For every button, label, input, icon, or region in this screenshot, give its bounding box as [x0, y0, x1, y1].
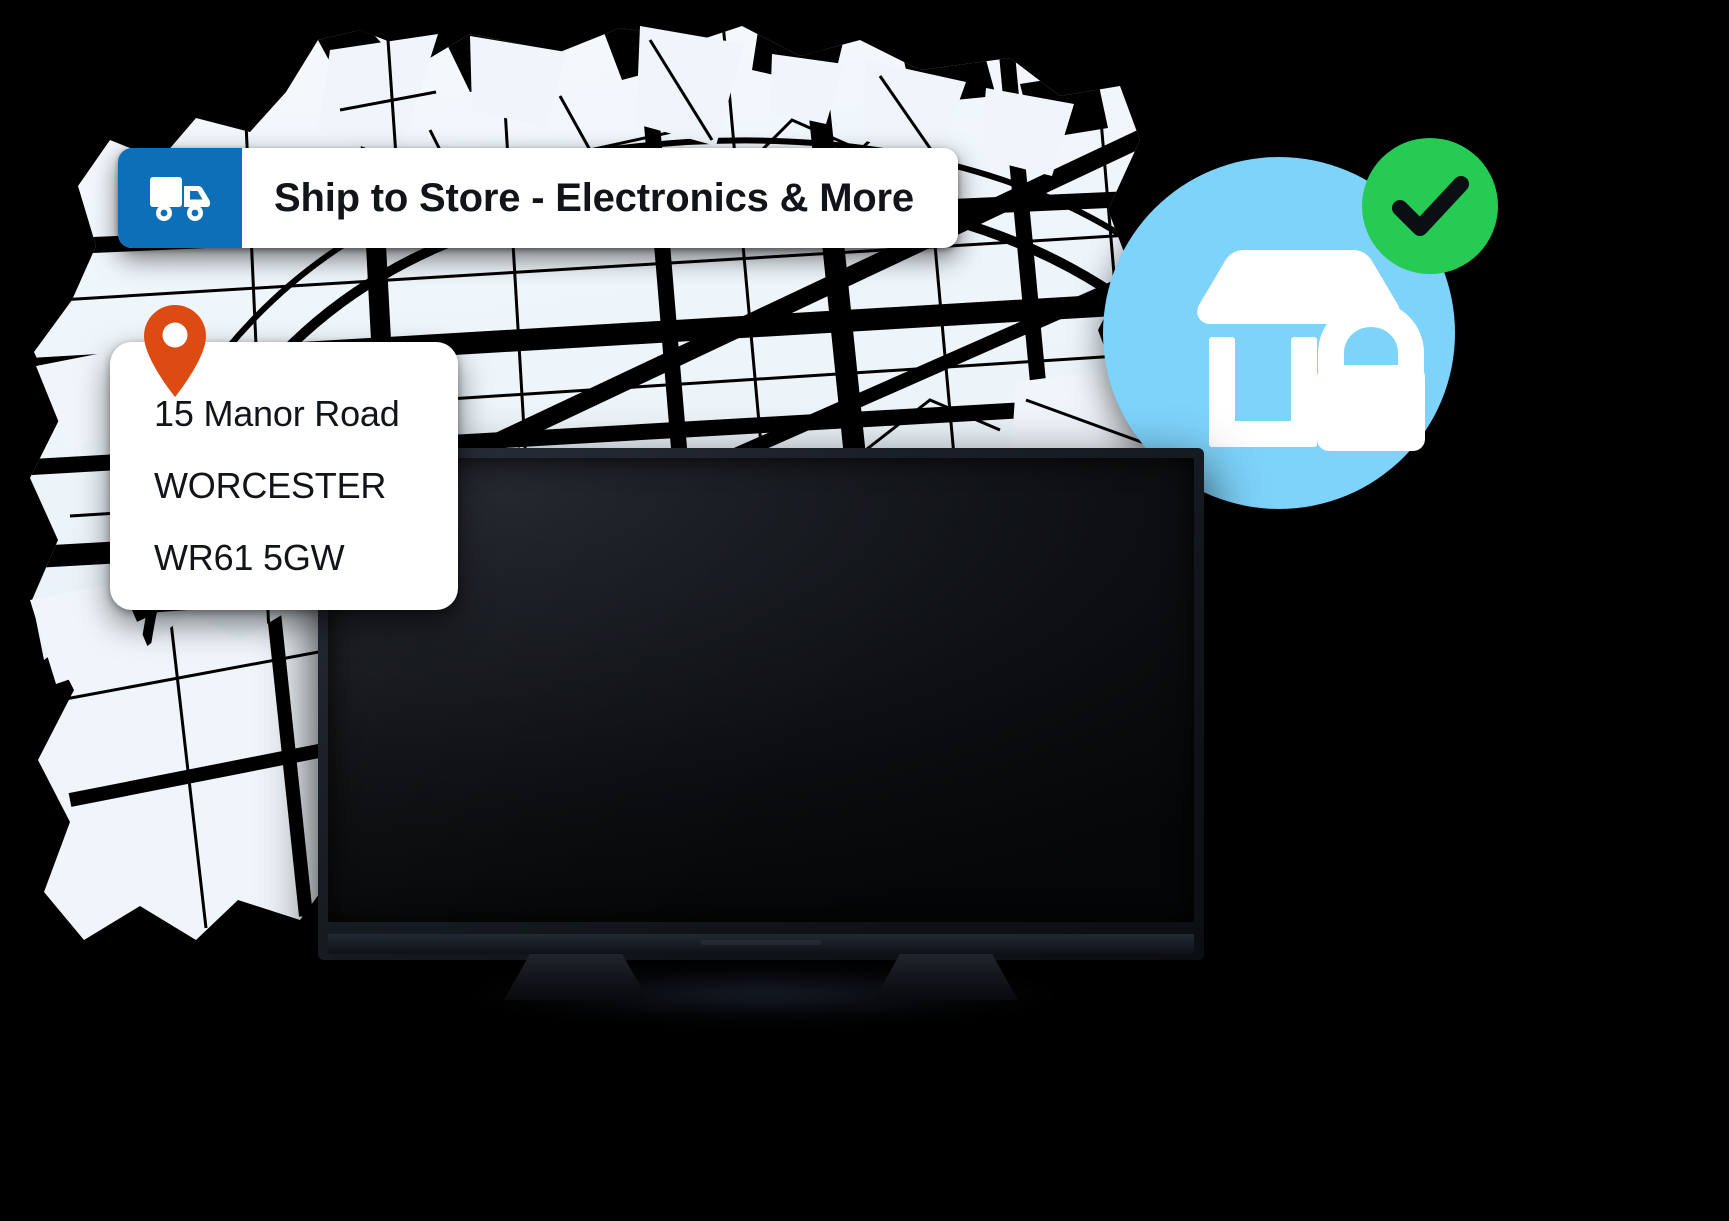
address-line-2: WORCESTER [154, 465, 387, 506]
store-address-card[interactable]: 15 Manor Road WORCESTER WR61 5GW [110, 342, 458, 610]
map-flag-streets [339, 39, 1159, 450]
tv-stand-foot-left [504, 954, 648, 1000]
tv-chin [328, 934, 1194, 954]
address-line-3: WR61 5GW [154, 537, 345, 578]
tv-stand-foot-right [874, 954, 1018, 1000]
ship-to-store-pill[interactable]: Ship to Store - Electronics & More [118, 148, 958, 248]
tv-brand-logo [701, 940, 821, 945]
television-product [318, 448, 1204, 1024]
address-line-1: 15 Manor Road [154, 393, 400, 434]
ship-to-store-label: Ship to Store - Electronics & More [274, 175, 914, 220]
delivery-truck-icon [150, 177, 210, 221]
store-lock-icon [1197, 250, 1425, 451]
map-pin-icon [144, 305, 206, 397]
tv-screen [328, 458, 1194, 922]
tv-bezel [318, 448, 1204, 960]
verified-check-badge [1362, 138, 1498, 274]
check-icon [1392, 176, 1469, 236]
delivery-truck-icon-container [118, 148, 242, 248]
